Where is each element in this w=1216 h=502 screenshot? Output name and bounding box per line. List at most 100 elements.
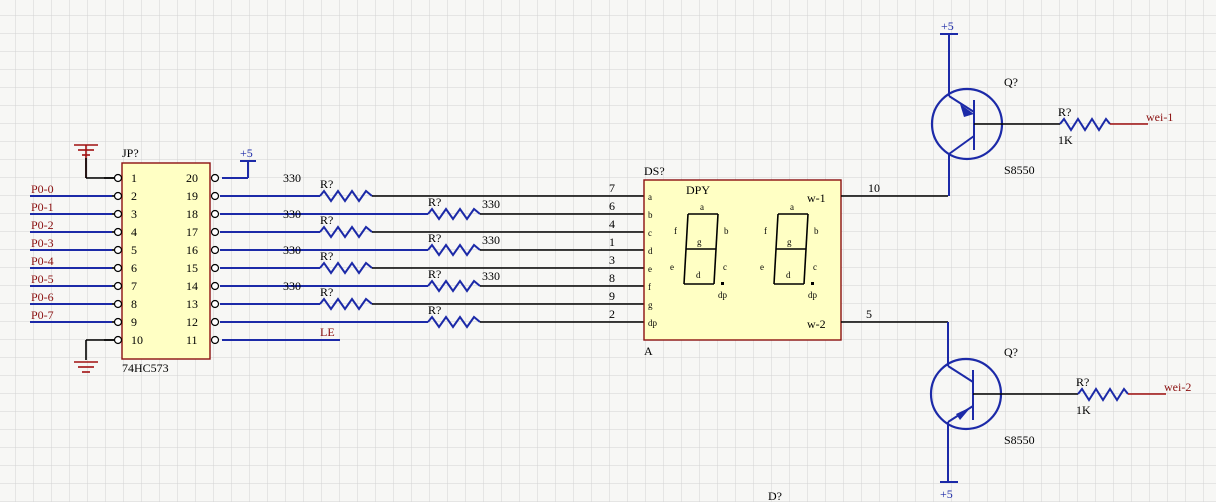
resistor-symbol [319,297,373,311]
display-pin-label: b [648,210,653,220]
digit-segment [715,213,719,250]
latch-right-pin-number: 12 [186,315,198,329]
display-part: A [644,344,653,358]
latch-right-pin-bubble [210,191,220,201]
digit-segment-label: a [700,202,704,212]
resistor-symbol [319,225,373,239]
display-pin-number: 9 [609,289,615,303]
latch-right-pin-number: 20 [186,171,198,185]
display-pin-label: e [648,264,652,274]
latch-right-pin-number: 11 [186,333,198,347]
digit-segment-label: a [790,202,794,212]
q2-net-label: wei-2 [1164,380,1191,394]
digit-dp-dot [811,282,814,285]
q1-part: S8550 [1004,163,1035,177]
port-net-label: P0-5 [31,272,54,286]
latch-left-pin-number: 5 [131,243,137,257]
latch-left-pin-number: 9 [131,315,137,329]
digit-segment [683,248,687,285]
digit-segment-label: e [670,262,674,272]
w2-pin-number: 5 [866,307,872,321]
latch-left-pin-bubble [113,299,123,309]
display-pin-label: g [648,300,653,310]
display-body [643,179,842,341]
latch-right-pin-bubble [210,317,220,327]
digit-segment-label: f [674,226,677,236]
q1-resistor-designator: R? [1058,105,1071,119]
q1-resistor-value: 1K [1058,133,1073,147]
latch-right-pin-number: 14 [186,279,198,293]
resistor-designator: R? [428,303,441,317]
digit-segment [805,213,809,250]
latch-left-pin-number: 8 [131,297,137,311]
digit-dp-dot [721,282,724,285]
digit-segment-label: d [696,270,701,280]
latch-left-pin-number: 7 [131,279,137,293]
resistor-symbol [427,243,481,257]
digit-segment-label: dp [718,290,728,300]
latch-left-pin-bubble [113,227,123,237]
resistor-value: 330 [283,171,301,185]
resistor-symbol [427,279,481,293]
latch-left-pin-bubble [113,245,123,255]
q1-designator: Q? [1004,75,1018,89]
resistor-designator: R? [428,195,441,209]
resistor-designator: R? [320,213,333,227]
q1-vcc: +5 [941,19,954,33]
digit-segment-label: f [764,226,767,236]
digit-segment-label: dp [808,290,818,300]
q2-designator: Q? [1004,345,1018,359]
port-net-label: P0-0 [31,182,54,196]
latch-right-pin-number: 16 [186,243,198,257]
digit-segment-label: g [787,237,792,247]
resistor-value: 330 [482,197,500,211]
latch-right-pin-bubble [210,263,220,273]
port-net-label: P0-2 [31,218,54,232]
resistor-designator: R? [428,231,441,245]
transistor-q2: +5 Q? S8550 R? 1K wei-2 [929,322,1191,501]
latch-left-pin-number: 4 [131,225,137,239]
digit-segment-label: g [697,237,702,247]
port-net-label: P0-4 [31,254,54,268]
latch-right-pin-number: 17 [186,225,198,239]
resistor-value: 330 [283,243,301,257]
display-title: DPY [686,183,710,197]
latch-right-pin-number: 19 [186,189,198,203]
resistor-designator: R? [320,285,333,299]
latch-left-pin-number: 2 [131,189,137,203]
digit-segment [713,248,717,285]
latch-right-pin-number: 15 [186,261,198,275]
latch-left-pin-bubble [113,191,123,201]
digit-segment [685,213,689,250]
common-pin-w1: w-1 [807,191,826,205]
latch-right-pin-bubble [210,281,220,291]
digit-segment-label: b [814,226,819,236]
port-net-label: P0-6 [31,290,54,304]
latch-left-pin-number: 6 [131,261,137,275]
latch-right-pin-bubble [210,173,220,183]
latch-right-pin-bubble [210,227,220,237]
latch-left-pin-bubble [113,317,123,327]
latch-right-pin-number: 13 [186,297,198,311]
latch-right-pin-bubble [210,299,220,309]
latch-left-pin-bubble [113,209,123,219]
resistor-symbol [427,315,481,329]
port-net-label: P0-1 [31,200,54,214]
resistor-designator: R? [320,249,333,263]
latch-left-pin-number: 3 [131,207,137,221]
latch-left-pin-bubble [113,173,123,183]
display-pin-label: dp [648,318,658,328]
digit-segment [775,213,779,250]
q2-resistor-designator: R? [1076,375,1089,389]
common-pin-w2: w-2 [807,317,826,331]
latch-vcc: +5 [222,146,256,179]
digit-segment [773,248,777,285]
display-pin-number: 7 [609,181,615,195]
latch-left-pin-bubble [113,263,123,273]
display-pin-number: 6 [609,199,615,213]
display-pin-number: 3 [609,253,615,267]
